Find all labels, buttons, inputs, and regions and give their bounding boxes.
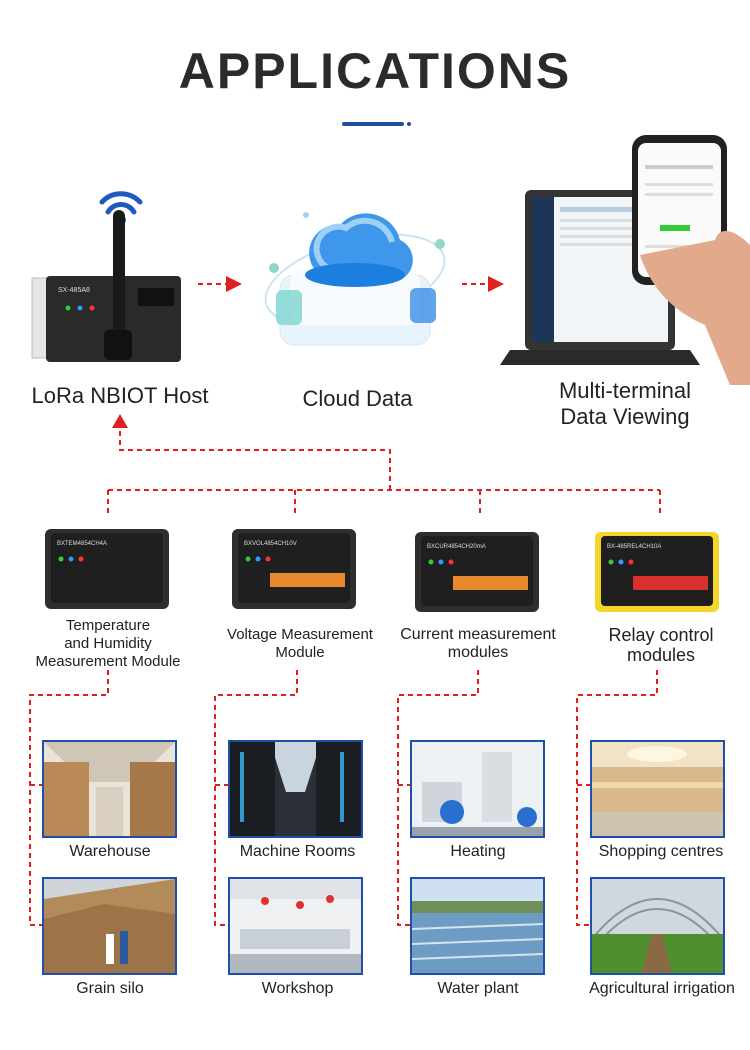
module-device-code: BXCUR4854CH20mA [427,544,486,550]
module-device: BX-485REL4CH10A [593,528,723,618]
machine-room-photo [228,740,363,838]
module-label-line: Voltage Measurement [227,626,373,643]
module-label-voltage: Voltage Measurement Module [210,626,390,662]
module-device: BXTEM4854CH4A [43,525,173,615]
app-label-machine-rooms: Machine Rooms [239,843,356,860]
app-label-warehouse: Warehouse [69,843,151,860]
terminal-label-line1: Multi-terminal [558,378,692,403]
app-label-grain-silo: Grain silo [76,980,144,997]
module-label-current: Current measurement modules [388,626,568,662]
grain-silo-photo [42,877,177,975]
cloud-data-icon [250,180,460,370]
warehouse-photo [42,740,177,838]
module-label-line: and Humidity [64,635,152,652]
water-plant-photo [410,877,545,975]
module-label-line: modules [626,645,696,665]
host-device-code: SX-485A8 [58,287,90,294]
app-label-shopping-centres: Shopping centres [598,843,724,860]
module-device-code: BXVOL4854CH10V [244,541,297,547]
app-label-heating: Heating [450,843,506,860]
heating-photo [410,740,545,838]
terminal-devices [500,135,750,385]
module-label-line: Measurement Module [35,653,181,670]
app-label-water-plant: Water plant [437,980,519,997]
terminal-label: Multi-terminal Data Viewing [520,378,730,430]
app-label-workshop: Workshop [261,980,334,997]
module-label-temperature: Temperature and Humidity Measurement Mod… [18,617,198,671]
module-device-code: BXTEM4854CH4A [57,541,107,547]
module-label-line: modules [447,644,509,661]
title-underline-dot [407,122,411,126]
module-label-line: Relay control [608,625,714,645]
agricultural-irrigation-photo [590,877,725,975]
host-label: LoRa NBIOT Host [31,383,209,408]
lora-host-device: SX-485A8 [28,180,198,370]
module-device: BXVOL4854CH10V [230,525,360,615]
cloud-label: Cloud Data [302,386,413,411]
module-device-code: BX-485REL4CH10A [607,544,661,550]
title-underline [342,122,404,126]
module-label-relay: Relay control modules [572,625,750,665]
app-label-agricultural-irrigation: Agricultural irrigation [589,980,735,997]
terminal-label-line2: Data Viewing [560,404,690,429]
page-title: APPLICATIONS [178,43,572,99]
module-label-line: Module [275,644,325,661]
module-label-line: Temperature [65,617,151,634]
workshop-photo [228,877,363,975]
shopping-centre-photo [590,740,725,838]
module-device: BXCUR4854CH20mA [413,528,543,618]
module-label-line: Current measurement [400,626,556,643]
